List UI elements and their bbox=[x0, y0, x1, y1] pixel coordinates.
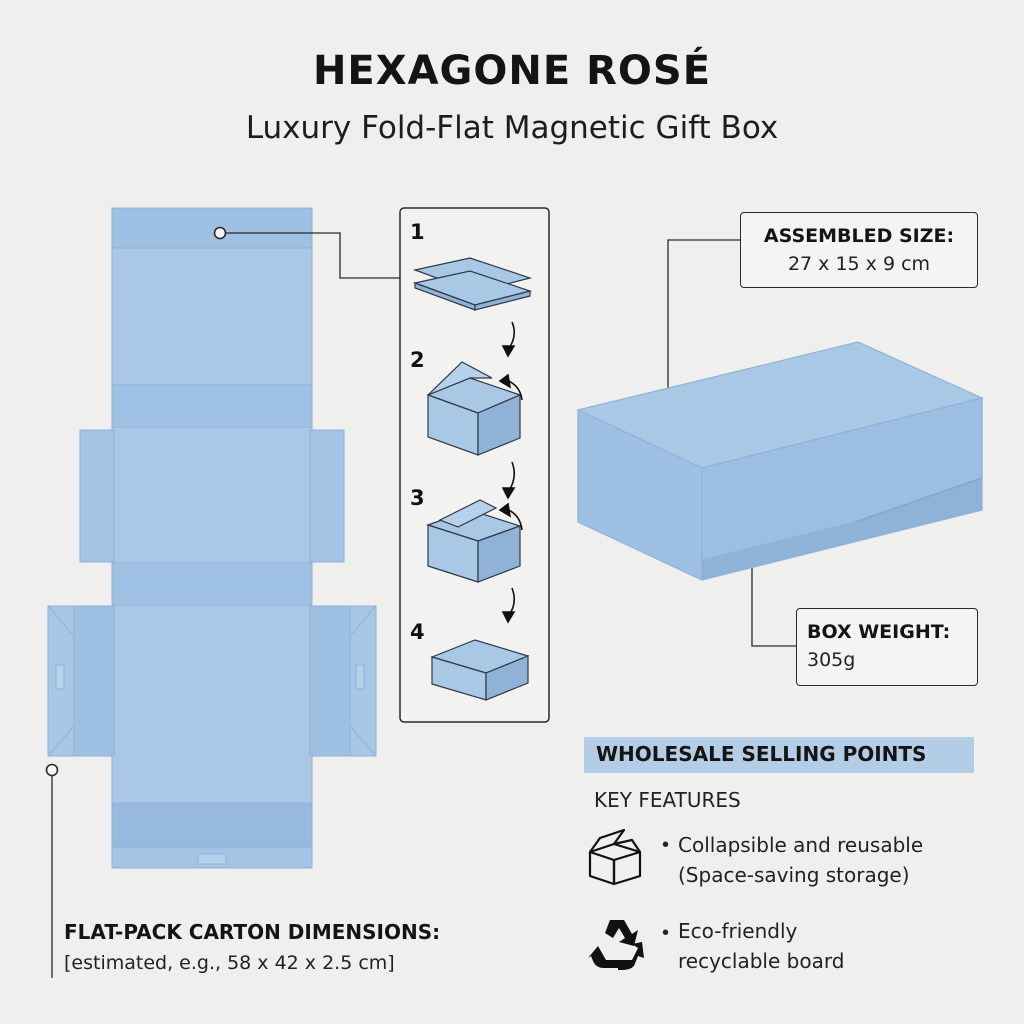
assembled-box-illustration bbox=[576, 341, 984, 581]
open-box-icon bbox=[588, 828, 642, 886]
product-title: HEXAGONE ROSÉ bbox=[312, 48, 712, 94]
box-weight-label: BOX WEIGHT: bbox=[807, 621, 951, 643]
feature-1-line-2: (Space-saving storage) bbox=[678, 863, 910, 887]
feature-2-line-2: recyclable board bbox=[678, 949, 845, 973]
step1-flat-box-icon bbox=[412, 257, 533, 311]
step-number-1: 1 bbox=[410, 220, 425, 244]
box-weight-value: 305g bbox=[807, 649, 856, 671]
assembly-steps-panel bbox=[399, 207, 550, 723]
feature-bullet-1: • bbox=[662, 834, 670, 856]
assembled-size-callout: ASSEMBLED SIZE: 27 x 15 x 9 cm bbox=[740, 212, 978, 288]
recycle-icon bbox=[588, 920, 644, 970]
feature-1-line-1: Collapsible and reusable bbox=[678, 833, 924, 857]
step-number-4: 4 bbox=[410, 620, 425, 644]
step4-assembled-box-icon bbox=[430, 639, 530, 701]
flat-pack-label: FLAT-PACK CARTON DIMENSIONS: bbox=[64, 920, 441, 944]
callout-leaders bbox=[51, 232, 796, 978]
feature-2-line-1: Eco-friendly bbox=[678, 919, 798, 943]
step2-folding-box-icon bbox=[426, 361, 522, 456]
step-number-3: 3 bbox=[410, 486, 425, 510]
dieline-bottom-dot bbox=[45, 763, 59, 777]
dieline-panels bbox=[47, 207, 377, 869]
assembled-size-label: ASSEMBLED SIZE: bbox=[763, 225, 955, 247]
step-arrows bbox=[498, 321, 523, 624]
flat-pack-value: [estimated, e.g., 58 x 42 x 2.5 cm] bbox=[64, 952, 395, 974]
product-subtitle: Luxury Fold-Flat Magnetic Gift Box bbox=[245, 110, 779, 146]
selling-points-highlight bbox=[584, 737, 974, 773]
dieline-top-dot bbox=[213, 226, 227, 240]
key-features-heading: KEY FEATURES bbox=[594, 788, 741, 812]
step-number-2: 2 bbox=[410, 348, 425, 372]
feature-bullet-2: • bbox=[662, 922, 670, 944]
step3-folding-lid-icon bbox=[426, 499, 522, 583]
assembled-size-value: 27 x 15 x 9 cm bbox=[787, 253, 931, 275]
selling-points-heading: WHOLESALE SELLING POINTS bbox=[596, 742, 927, 766]
box-weight-callout: BOX WEIGHT: 305g bbox=[796, 608, 978, 686]
